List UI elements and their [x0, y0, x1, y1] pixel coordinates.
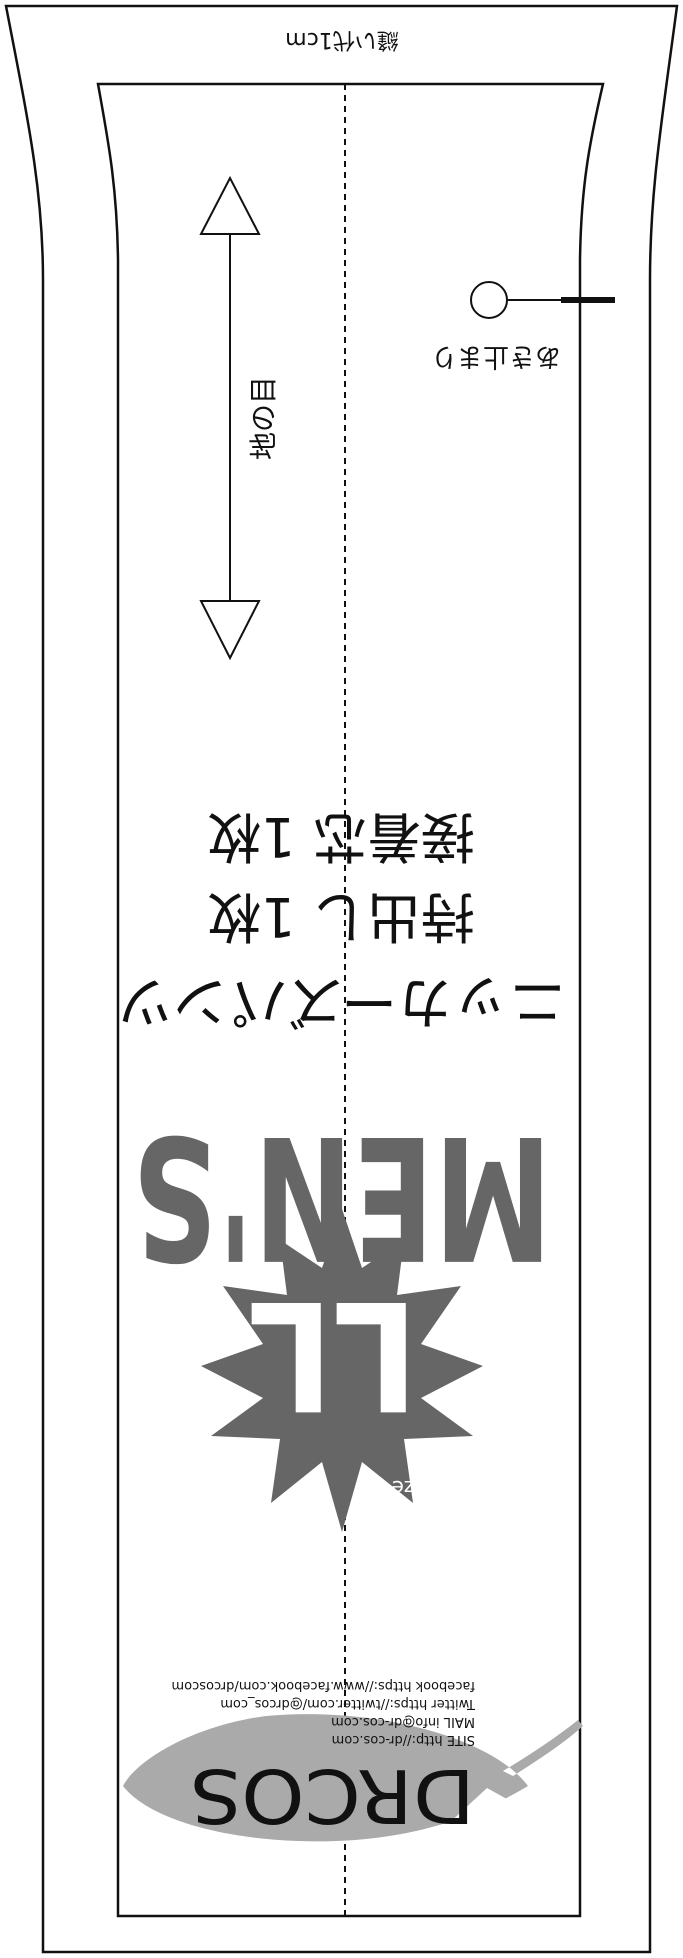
size-word: size: [392, 1476, 431, 1500]
inner-sew-line: [96, 82, 605, 1918]
notch-marker: [470, 281, 615, 319]
grain-line-arrow: [199, 175, 261, 661]
brand-twitter: Twitter https://twitter.com/@drcos_com: [220, 1696, 476, 1711]
part-name: ニッカーズパンツ: [117, 968, 565, 1033]
grain-line-label: 地の目: [247, 376, 280, 460]
size-code: LL: [248, 1267, 418, 1441]
grain-arrow-head-bottom: [199, 600, 261, 661]
grain-arrow-head-top: [199, 175, 261, 235]
notch-label: あき止まり: [431, 341, 561, 371]
piece-line-2: 接着芯 1枚: [207, 805, 475, 868]
brand-mail: MAIL info@dr-cos.com: [331, 1714, 475, 1729]
brand-facebook: facebook https://www.facebook.com/drcosc…: [171, 1678, 475, 1693]
piece-line-1: 持出し 1枚: [207, 885, 475, 948]
rotated-content: 縫い代1cm 地の目 あき止まり ニッカーズパンツ 持出し 1枚 接着芯 1枚 …: [117, 27, 615, 1855]
size-badge-star: [201, 1209, 483, 1532]
outer-cut-line: [4, 4, 679, 1954]
seam-allowance-label: 縫い代1cm: [285, 27, 399, 52]
brand-name: DRCOS: [190, 1752, 475, 1838]
brand-site: SITE http://dr-cos.com: [332, 1732, 475, 1747]
brand-splash: [447, 1788, 523, 1855]
